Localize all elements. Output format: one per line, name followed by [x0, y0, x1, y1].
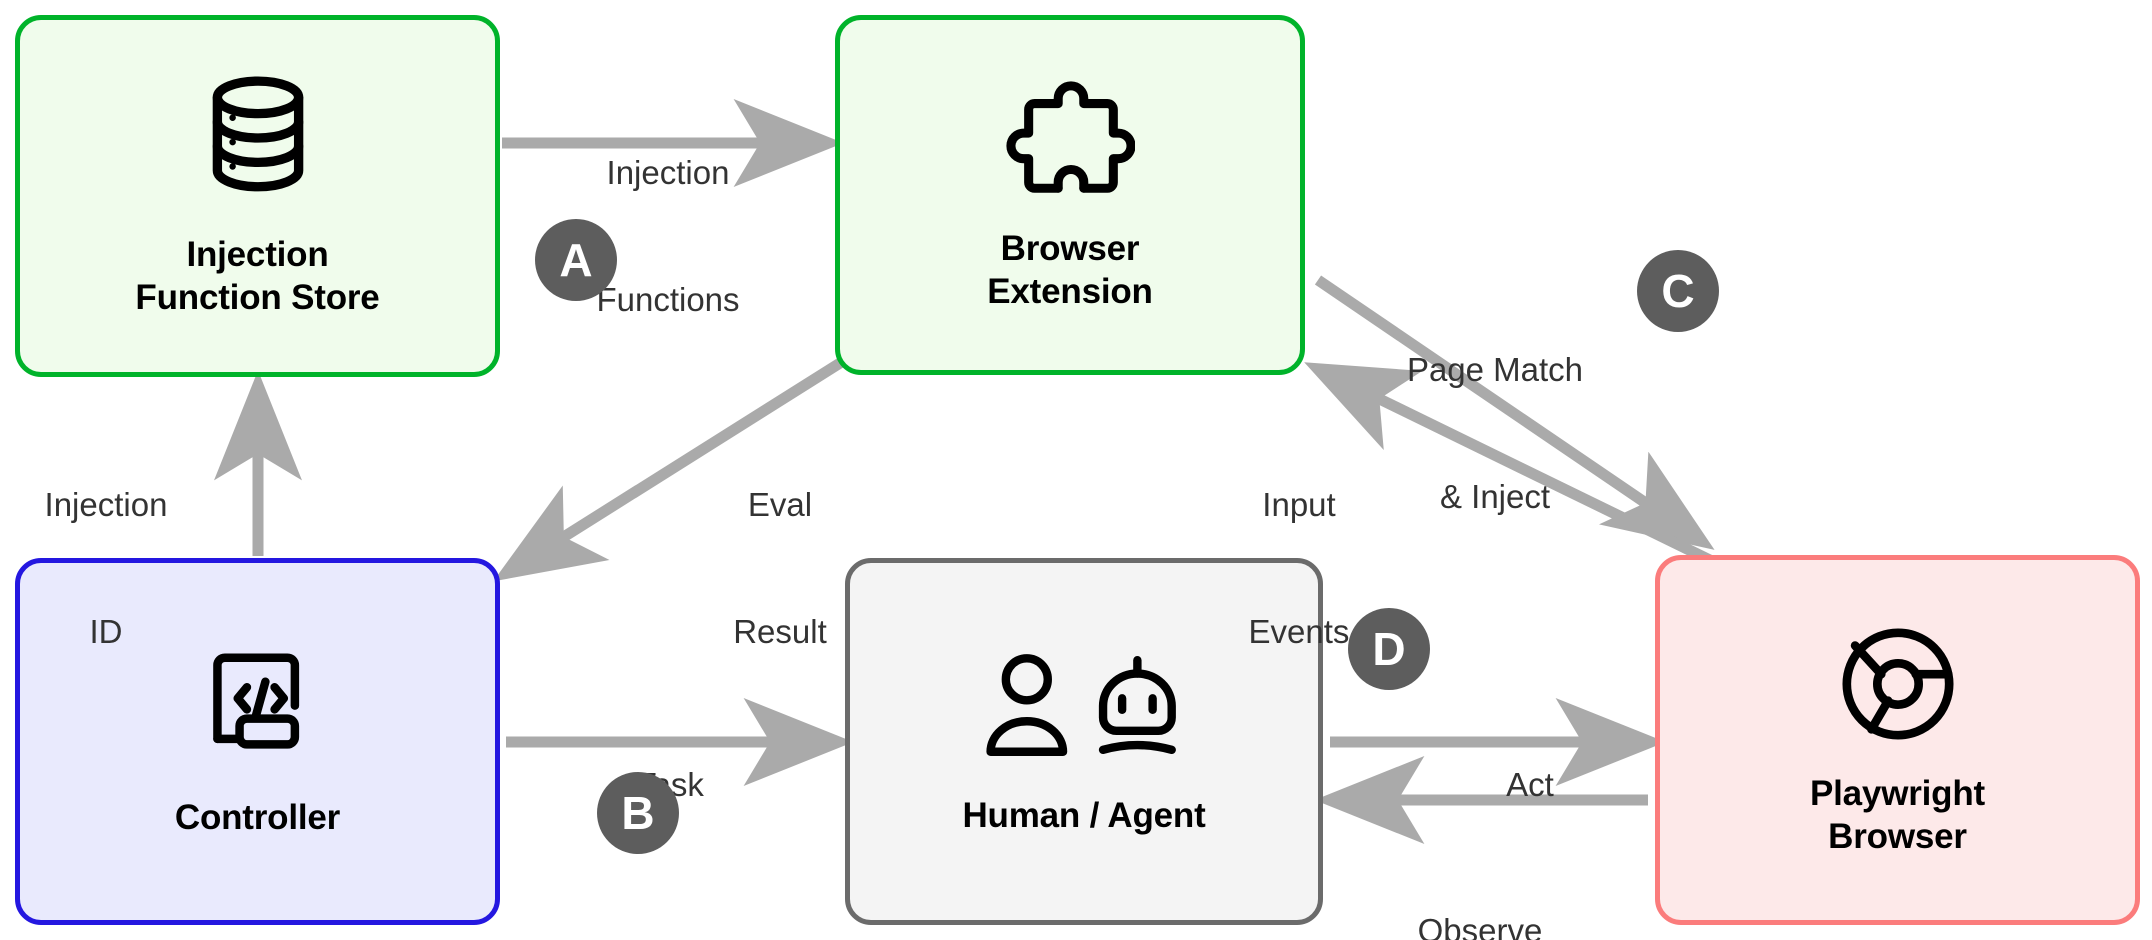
edge-label-line2: Functions — [596, 281, 740, 319]
edge-label-line1: Eval — [747, 486, 813, 524]
edge-label-task: Task — [550, 680, 790, 891]
database-icon — [193, 72, 323, 204]
step-badge-label: A — [559, 234, 593, 286]
edge-label-line1: Injection — [44, 486, 168, 524]
node-label-line1: Playwright — [1810, 774, 1985, 814]
person-and-robot-icon — [964, 645, 1204, 767]
node-human-agent[interactable]: Human / Agent — [845, 558, 1323, 925]
node-label: Browser Extension — [987, 228, 1153, 313]
edge-label-line2: Result — [733, 613, 827, 651]
node-label-line2: Function Store — [135, 278, 380, 317]
edge-label-line1: Act — [1506, 766, 1554, 804]
edge-label-line2: & Inject — [1439, 478, 1551, 516]
node-label: Injection Function Store — [135, 234, 379, 319]
edge-label-line1: Observe — [1417, 912, 1543, 940]
node-label-line2: Browser — [1828, 817, 1967, 856]
node-label-line1: Human / Agent — [962, 796, 1206, 836]
edge-label-line1: Input — [1262, 486, 1336, 524]
node-playwright-browser[interactable]: Playwright Browser — [1655, 555, 2140, 925]
edge-label-observe: Observe — [1320, 826, 1640, 940]
edge-label-line1: Page Match — [1406, 351, 1584, 389]
node-injection-function-store[interactable]: Injection Function Store — [15, 15, 500, 377]
node-label: Human / Agent — [962, 795, 1205, 838]
step-badge-label: C — [1661, 265, 1695, 317]
edge-label-line1: Injection — [606, 154, 730, 192]
chrome-logo-icon — [1835, 621, 1961, 747]
edge-label-act: Act — [1430, 680, 1630, 891]
edge-label-injection-functions: Injection Functions — [573, 68, 763, 406]
edge-label-injection-id: Injection ID — [16, 400, 196, 738]
edge-label-input-events: Input Events — [1214, 400, 1384, 738]
node-label-line2: Extension — [987, 272, 1153, 311]
node-label-line1: Injection — [186, 235, 329, 275]
code-window-icon — [198, 643, 318, 761]
puzzle-piece-icon — [1005, 76, 1135, 202]
edge-label-page-match-inject: Page Match & Inject — [1370, 265, 1620, 603]
step-badge-d[interactable]: D — [1348, 608, 1430, 690]
node-label-line1: Browser — [1000, 229, 1140, 269]
node-controller[interactable]: Controller — [15, 558, 500, 925]
step-badge-b[interactable]: B — [597, 772, 679, 854]
node-label: Controller — [175, 797, 340, 840]
step-badge-a[interactable]: A — [535, 219, 617, 301]
edge-label-eval-result: Eval Result — [700, 400, 860, 738]
edge-label-line2: Events — [1248, 613, 1350, 651]
node-label-line1: Controller — [174, 798, 341, 838]
node-label: Playwright Browser — [1810, 773, 1985, 858]
step-badge-label: D — [1372, 623, 1406, 675]
node-browser-extension[interactable]: Browser Extension — [835, 15, 1305, 375]
step-badge-c[interactable]: C — [1637, 250, 1719, 332]
edge-label-line2: ID — [89, 613, 123, 651]
step-badge-label: B — [621, 787, 655, 839]
